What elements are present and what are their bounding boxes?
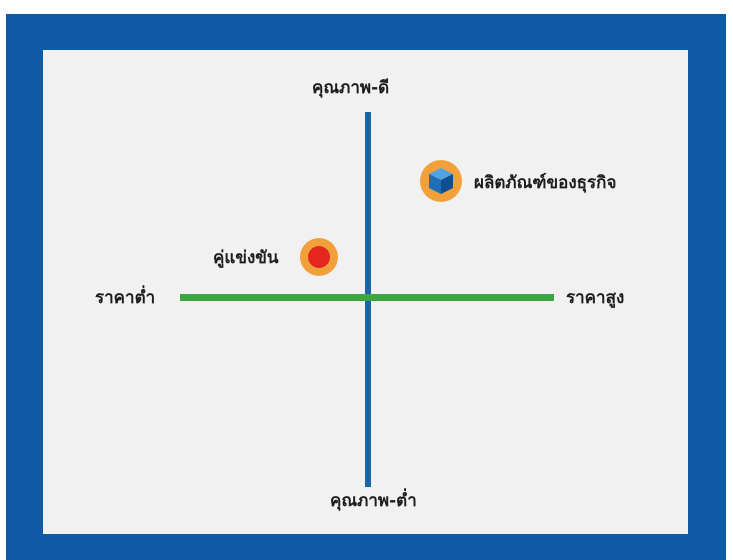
red-dot-icon: [308, 246, 330, 268]
price-high-label: ราคาสูง: [566, 288, 625, 308]
product-label: ผลิตภัณฑ์ของธุรกิจ: [474, 173, 617, 193]
competitor-marker: [300, 238, 338, 276]
price-low-label: ราคาต่ำ: [95, 288, 156, 308]
price-axis: [180, 294, 554, 301]
competitor-label: คู่แข่งขัน: [213, 248, 279, 268]
quality-low-label: คุณภาพ-ต่ำ: [330, 491, 417, 511]
product-marker: [420, 160, 462, 202]
quality-high-label: คุณภาพ-ดี: [312, 78, 390, 98]
cube-icon: [429, 168, 453, 194]
